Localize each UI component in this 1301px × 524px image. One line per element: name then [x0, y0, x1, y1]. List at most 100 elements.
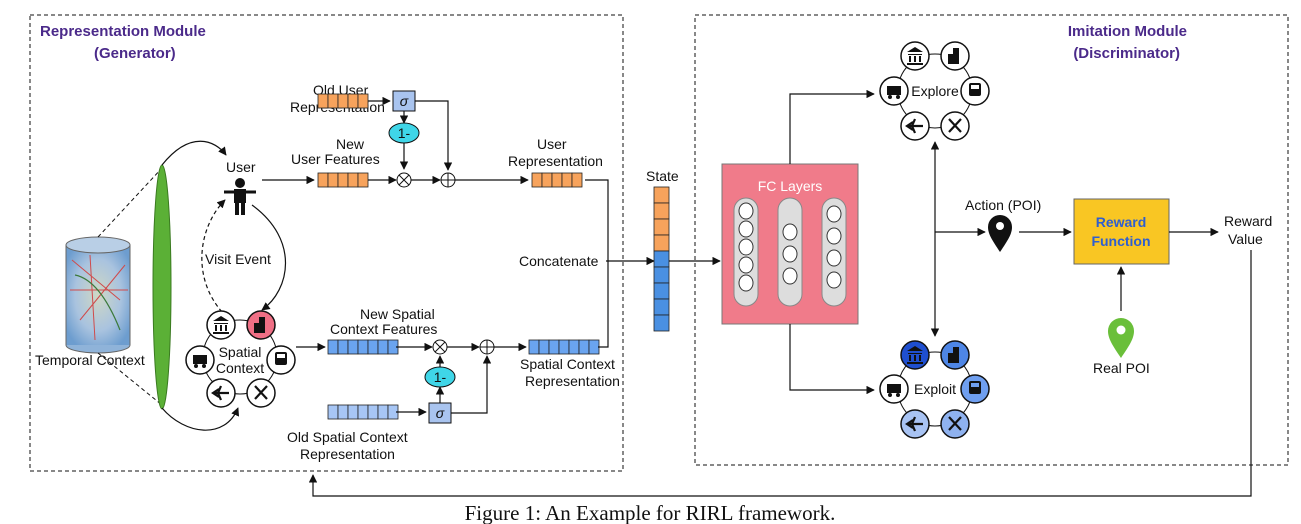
reward-function-label-2: Function	[1091, 233, 1150, 249]
neuron	[826, 227, 842, 245]
spatial-representation-vector	[528, 339, 600, 355]
vector-cell	[561, 172, 573, 188]
plane-icon	[206, 378, 236, 408]
svg-text:1-: 1-	[434, 369, 447, 385]
multiply-op-spatial	[432, 339, 448, 355]
building-icon	[940, 340, 970, 370]
representation-module-box	[29, 14, 624, 472]
vector-cell	[538, 339, 550, 355]
fc-layers-label: FC Layers	[758, 178, 823, 194]
neuron	[738, 256, 754, 274]
neuron	[826, 249, 842, 267]
vector-cell	[367, 404, 379, 420]
imitation-module-subtitle: (Discriminator)	[1073, 45, 1180, 62]
multiply-op-user	[396, 172, 412, 188]
vector-cell	[568, 339, 580, 355]
building-icon	[246, 310, 276, 340]
bank-icon	[900, 340, 930, 370]
neuron	[738, 238, 754, 256]
user-label: User	[226, 159, 256, 175]
state-cell	[653, 186, 670, 204]
state-cell	[653, 282, 670, 300]
imitation-module-box	[694, 14, 1289, 466]
new-spatial-label-1: New Spatial	[360, 306, 435, 322]
spatial-context-label-1: Spatial	[219, 344, 262, 360]
vector-cell	[317, 172, 329, 188]
dining-icon	[940, 409, 970, 439]
state-cell	[653, 202, 670, 220]
neuron	[738, 220, 754, 238]
vector-cell	[571, 172, 583, 188]
new-spatial-label-2: Context Features	[330, 321, 437, 337]
vector-cell	[588, 339, 600, 355]
neuron	[782, 267, 798, 285]
state-vector	[653, 186, 670, 332]
reward-function-block: Reward Function	[1073, 198, 1170, 265]
temporal-context-map-icon	[65, 236, 131, 354]
neuron	[782, 245, 798, 263]
add-op-spatial	[479, 339, 495, 355]
bank-icon	[206, 310, 236, 340]
car-icon	[185, 345, 215, 375]
vector-cell	[558, 339, 570, 355]
fc-layers-block: FC Layers	[721, 163, 859, 325]
add-op-user	[440, 172, 456, 188]
reward-function-label-1: Reward	[1096, 214, 1147, 230]
svg-text:1-: 1-	[398, 125, 411, 141]
bus-icon	[960, 374, 990, 404]
car-icon	[879, 76, 909, 106]
old-spatial-label-1: Old Spatial Context	[287, 429, 408, 445]
vector-cell	[578, 339, 590, 355]
state-cell	[653, 250, 670, 268]
real-poi-label: Real POI	[1093, 360, 1150, 376]
representation-module-subtitle: (Generator)	[94, 45, 176, 62]
user-representation-vector	[531, 172, 583, 188]
vector-cell	[337, 339, 349, 355]
new-spatial-vector	[327, 339, 399, 355]
state-cell	[653, 266, 670, 284]
vector-cell	[347, 172, 359, 188]
explore-label: Explore	[911, 83, 959, 99]
temporal-context-label: Temporal Context	[35, 352, 145, 368]
vector-cell	[548, 339, 560, 355]
exploit-label: Exploit	[914, 381, 956, 397]
reward-value-label-1: Reward	[1224, 213, 1272, 229]
sigma-user-label: σ	[400, 93, 409, 109]
imitation-module-title: Imitation Module	[1068, 23, 1187, 40]
old-user-vector	[317, 93, 369, 109]
vector-cell	[337, 93, 349, 109]
spatial-rep-label-1: Spatial Context	[520, 356, 615, 372]
spatial-context-ring: Spatial Context	[185, 310, 296, 408]
svg-text:σ: σ	[436, 405, 445, 421]
dining-icon	[940, 111, 970, 141]
dining-icon	[246, 378, 276, 408]
new-user-vector	[317, 172, 369, 188]
representation-module-title: Representation Module	[40, 23, 206, 40]
vector-cell	[377, 404, 389, 420]
spatial-rep-label-2: Representation	[525, 373, 620, 389]
vector-cell	[377, 339, 389, 355]
vector-cell	[327, 172, 339, 188]
neuron	[826, 205, 842, 223]
state-cell	[653, 314, 670, 332]
vector-cell	[357, 93, 369, 109]
bus-icon	[266, 345, 296, 375]
vector-cell	[347, 404, 359, 420]
vector-cell	[347, 93, 359, 109]
vector-cell	[357, 339, 369, 355]
user-icon	[224, 178, 256, 215]
vector-cell	[327, 339, 339, 355]
concatenate-label: Concatenate	[519, 253, 599, 269]
explore-ring: Explore	[879, 41, 990, 141]
old-spatial-label-2: Representation	[300, 446, 395, 462]
vector-cell	[541, 172, 553, 188]
action-label: Action (POI)	[965, 197, 1041, 213]
user-rep-label-2: Representation	[508, 153, 603, 169]
plane-icon	[900, 409, 930, 439]
reward-value-label-2: Value	[1228, 231, 1263, 247]
new-user-features-label-1: New	[336, 136, 365, 152]
building-icon	[940, 41, 970, 71]
bank-icon	[900, 41, 930, 71]
neuron	[738, 202, 754, 220]
